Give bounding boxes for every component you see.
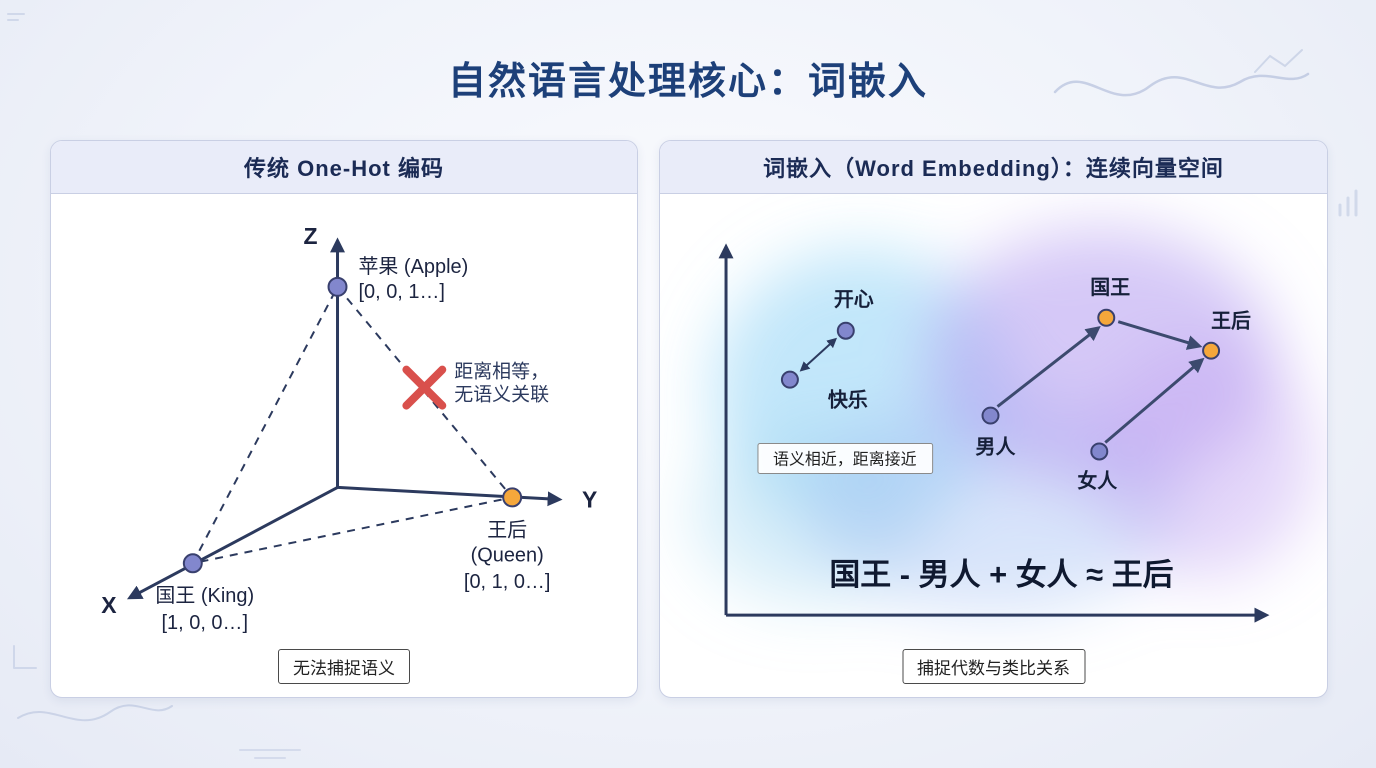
happy-point: [836, 321, 855, 340]
queen-point-embedding: [1202, 341, 1221, 360]
king-vector: [1, 0, 0…]: [162, 612, 249, 634]
decor-squiggle-bottom-left: [17, 704, 173, 722]
happy-label: 开心: [834, 288, 874, 311]
embedding-panel-body: 开心 快乐 国王 王后 男人 女人 语义相近，距离接近 国王: [660, 194, 1327, 697]
embedding-panel-title: 词嵌入（Word Embedding）：连续向量空间: [763, 156, 1224, 181]
analogy-equation: 国王 - 男人 + 女人 ≈ 王后: [829, 557, 1173, 592]
king-to-queen-arrow: [1117, 320, 1203, 350]
embedding-panel-header: 词嵌入（Word Embedding）：连续向量空间: [660, 141, 1327, 194]
x-axis-label: X: [101, 592, 117, 618]
distance-annotation-line2: 无语义关联: [454, 384, 549, 406]
similarity-note: 语义相近，距离接近: [773, 450, 917, 468]
distance-annotation-line1: 距离相等，: [454, 361, 549, 383]
man-label: 男人: [976, 435, 1016, 458]
apple-vector: [0, 0, 1…]: [358, 281, 445, 303]
similarity-note-box: [757, 443, 934, 474]
woman-label: 女人: [1077, 468, 1117, 492]
embedding-space-blob: [692, 228, 1316, 614]
onehot-panel-header: 传统 One-Hot 编码: [51, 141, 637, 194]
woman-point: [1090, 442, 1109, 461]
onehot-badge: 无法捕捉语义: [278, 649, 410, 684]
king-point-embedding: [1097, 308, 1116, 327]
y-axis: [337, 485, 563, 507]
red-cross-icon: [402, 365, 447, 410]
king-label-embedding: 国王: [1090, 277, 1130, 299]
embedding-panel: 词嵌入（Word Embedding）：连续向量空间: [659, 140, 1328, 698]
y-axis-label: Y: [582, 486, 597, 512]
apple-point: [327, 276, 348, 297]
queen-label-en: (Queen): [471, 544, 544, 566]
queen-label-embedding: 王后: [1211, 310, 1251, 333]
onehot-panel-title: 传统 One-Hot 编码: [244, 156, 444, 181]
queen-label: 王后: [487, 518, 527, 541]
decor-line-bottom: [239, 749, 301, 759]
decor-axes-icon-left: [13, 645, 37, 669]
queen-point: [502, 487, 523, 508]
man-point: [981, 406, 1000, 425]
apple-label: 苹果 (Apple): [358, 255, 468, 278]
similarity-double-arrow: [799, 337, 838, 372]
woman-to-queen-arrow: [1104, 357, 1205, 444]
equal-distance-dashed-lines: [190, 285, 514, 565]
onehot-panel-body: Z Y X 苹果 (Apple) [0, 0, 1…] 王后 (Queen) […: [51, 194, 637, 697]
joyful-point: [780, 370, 799, 389]
x-axis: [126, 486, 339, 600]
embedding-diagram: 开心 快乐 国王 王后 男人 女人 语义相近，距离接近 国王: [692, 228, 1316, 623]
man-to-king-arrow: [996, 325, 1101, 408]
king-label: 国王 (King): [155, 585, 254, 607]
decor-bar-chart-icon: [1338, 189, 1358, 217]
decor-icon-top-left: [7, 13, 25, 21]
joyful-label: 快乐: [828, 388, 868, 412]
king-point: [182, 553, 203, 574]
z-axis-label: Z: [304, 223, 318, 249]
page-title: 自然语言处理核心：词嵌入: [447, 61, 928, 103]
embedding-badge: 捕捉代数与类比关系: [902, 649, 1085, 684]
onehot-panel: 传统 One-Hot 编码 Z Y X: [50, 140, 638, 698]
onehot-diagram: Z Y X 苹果 (Apple) [0, 0, 1…] 王后 (Queen) […: [101, 223, 597, 634]
queen-vector: [0, 1, 0…]: [464, 571, 551, 593]
